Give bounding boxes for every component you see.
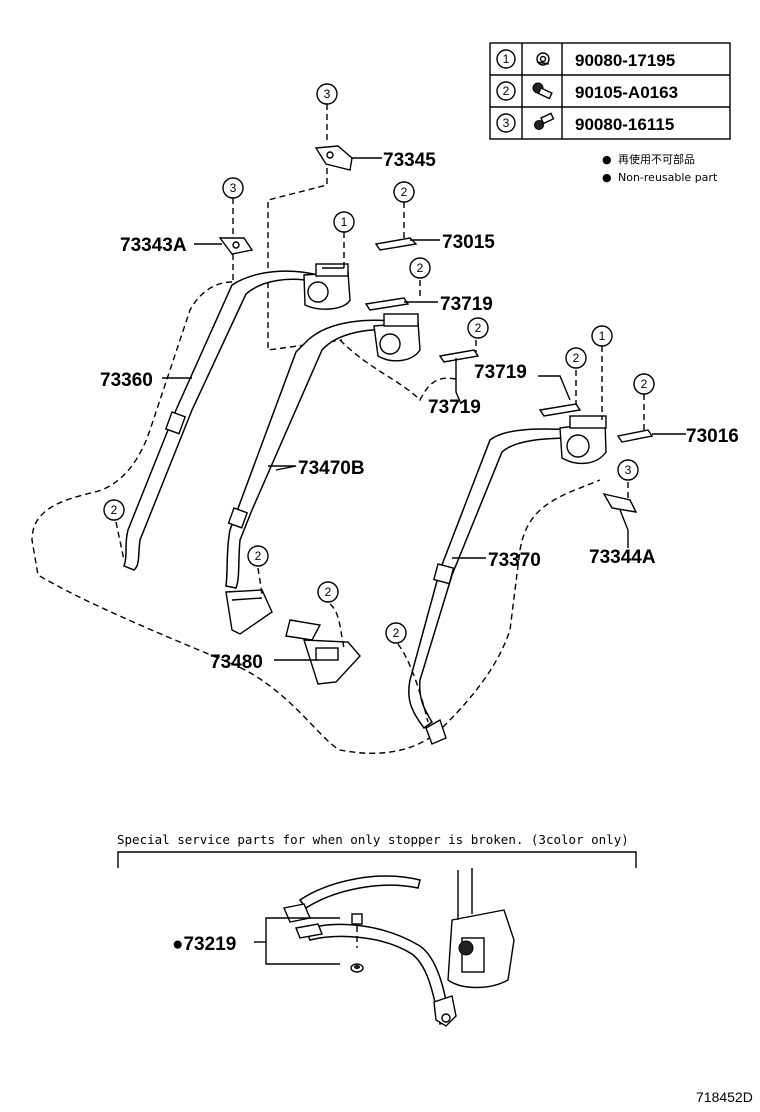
label-73719-top: 73719 — [440, 294, 493, 315]
label-73719-low: 73719 — [428, 397, 481, 418]
label-73345: 73345 — [383, 150, 436, 171]
retractor-left — [303, 263, 351, 310]
callout-2-f: 2 — [111, 503, 118, 517]
label-73015: 73015 — [442, 232, 495, 253]
note-bullet-en: ● — [602, 171, 612, 184]
label-73370: 73370 — [488, 550, 541, 571]
label-73344A: 73344A — [589, 547, 656, 568]
legend-num-3: 3 — [503, 116, 510, 130]
rear-seat-outline — [31, 281, 601, 754]
fastener-legend-table: 1 2 3 90080-17195 90105-A0163 90080-1611… — [489, 42, 731, 140]
callout-3-c: 3 — [625, 463, 632, 477]
label-73016: 73016 — [686, 426, 739, 447]
note-bullet-jp: ● — [602, 153, 612, 166]
bolt-icon — [532, 82, 553, 100]
callout-2-b: 2 — [417, 261, 424, 275]
screw-icon — [534, 112, 555, 130]
mount-link-line — [267, 158, 343, 351]
legend-part-90080-16115: 90080-16115 — [575, 115, 674, 134]
belt-73360 — [123, 270, 319, 571]
plate-73719-mid — [438, 349, 480, 363]
legend-part-90080-17195: 90080-17195 — [575, 51, 675, 70]
plate-73719-right — [538, 403, 582, 417]
note-jp-text: 再使用不可部品 — [618, 152, 695, 166]
note-en-text: Non-reusable part — [618, 171, 718, 184]
callout-2-h: 2 — [325, 585, 332, 599]
non-reusable-note: ● 再使用不可部品 ● Non-reusable part — [602, 152, 718, 184]
special-service-section: Special service parts for when only stop… — [117, 832, 637, 1027]
label-73470B: 73470B — [298, 458, 365, 479]
callout-2-a: 2 — [401, 185, 408, 199]
retractor-right — [559, 415, 607, 465]
diagram-code: 718452D — [696, 1089, 753, 1105]
buckle-73470B — [225, 589, 273, 635]
legend-part-90105-A0163: 90105-A0163 — [575, 83, 678, 102]
part-labels: 73345 73343A 73015 73719 73719 73719 733… — [100, 150, 739, 673]
callout-2-d: 2 — [573, 351, 580, 365]
leader-lines — [162, 157, 686, 661]
callout-1-a: 1 — [341, 215, 348, 229]
callout-3-a: 3 — [324, 87, 331, 101]
callout-2-g: 2 — [255, 549, 262, 563]
label-73480: 73480 — [210, 652, 263, 673]
callout-2-c: 2 — [475, 321, 482, 335]
plate-73719-top — [364, 297, 410, 311]
plate-73016 — [616, 429, 654, 443]
callout-1-b: 1 — [599, 329, 606, 343]
legend-num-1: 1 — [503, 52, 510, 66]
retractor-center — [373, 313, 421, 362]
label-73719-mid: 73719 — [474, 362, 527, 383]
callout-2-e: 2 — [641, 377, 648, 391]
plate-73344A — [602, 492, 638, 513]
plate-73345 — [314, 145, 353, 171]
plate-73343A — [218, 237, 254, 255]
label-73360: 73360 — [100, 370, 153, 391]
label-73343A: 73343A — [120, 235, 187, 256]
belt-73470B — [225, 319, 401, 589]
callout-circles: 3 3 1 2 2 2 2 1 2 3 2 2 2 2 — [103, 83, 655, 644]
callout-dash-lines — [115, 104, 645, 723]
anchor-73370 — [425, 718, 447, 745]
nut-icon — [536, 52, 550, 66]
label-73219: ●73219 — [172, 934, 236, 955]
buckle-73480 — [285, 619, 361, 685]
legend-num-2: 2 — [503, 84, 510, 98]
seat-back-line — [339, 339, 461, 402]
special-service-note: Special service parts for when only stop… — [117, 832, 629, 847]
plate-73015 — [374, 237, 418, 251]
callout-3-b: 3 — [230, 181, 237, 195]
callout-2-i: 2 — [393, 626, 400, 640]
